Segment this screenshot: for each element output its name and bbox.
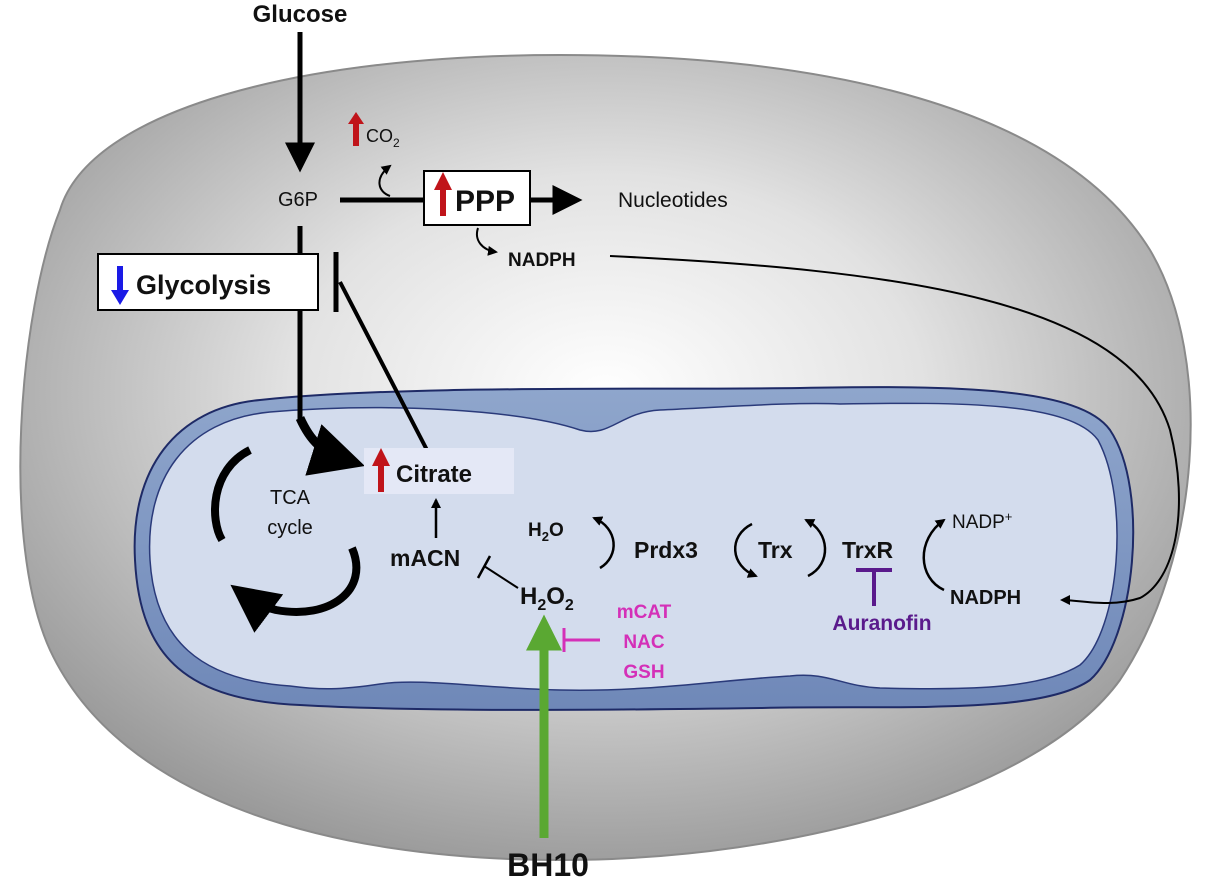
inhibit-bar-macn [476, 555, 492, 579]
glycolysis-label: Glycolysis [136, 270, 271, 300]
co2-up-arrow [348, 112, 364, 146]
citrate-label: Citrate [396, 461, 472, 488]
auranofin-label: Auranofin [832, 612, 931, 635]
h2o2-label: H2O2 [520, 583, 574, 614]
arrow-h2o2-h2o [592, 516, 615, 570]
mcat-label: mCAT [617, 602, 672, 623]
arrow-trx-left [734, 522, 758, 578]
arrow-trx-right [804, 518, 827, 578]
trx-label: Trx [758, 537, 793, 563]
h2o-label: H2O [528, 520, 564, 544]
nadp-label: NADP+ [952, 509, 1012, 533]
glycolysis-box [97, 253, 319, 311]
glucose-label: Glucose [253, 1, 348, 28]
tca-label-line1: TCA [270, 487, 311, 509]
arrow-nadph-to-mito [609, 255, 1180, 606]
ppp-up-arrow [434, 172, 452, 216]
macn-label: mACN [390, 545, 460, 571]
gsh-label: GSH [623, 662, 664, 683]
bh10-label: BH10 [507, 847, 589, 883]
arrow-nadph-release [476, 227, 498, 256]
prdx3-label: Prdx3 [634, 537, 698, 563]
inhibit-citrate-glycolysis [338, 281, 430, 453]
citrate-highlight [364, 448, 514, 494]
arrow-co2-release [378, 164, 392, 197]
ppp-label: PPP [455, 185, 515, 218]
nadph-mito-label: NADPH [950, 587, 1021, 609]
arrow-nadph-nadp [922, 518, 946, 592]
nucleotides-label: Nucleotides [618, 189, 728, 212]
inhibit-h2o2-macn [483, 565, 519, 589]
nadph-cytosol-label: NADPH [508, 250, 576, 271]
tca-arc-bottom [230, 546, 361, 633]
citrate-up-arrow [372, 448, 390, 492]
tca-label-line2: cycle [267, 517, 313, 539]
nac-label: NAC [623, 632, 664, 653]
trxr-label: TrxR [842, 537, 894, 563]
tca-arc-left [211, 446, 252, 543]
co2-label: CO2 [366, 126, 400, 150]
glycolysis-down-arrow [111, 266, 129, 305]
g6p-label: G6P [278, 189, 318, 211]
arrow-into-tca [295, 416, 365, 476]
